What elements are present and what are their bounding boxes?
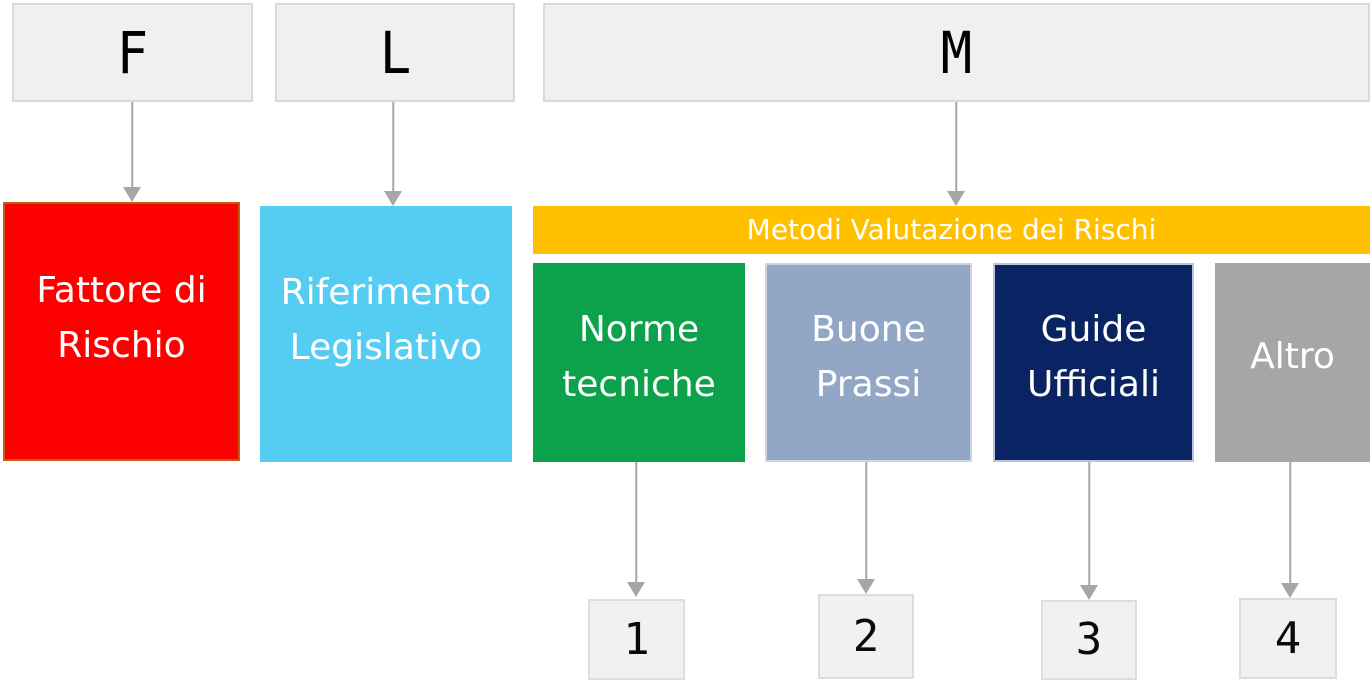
label-line-1: Fattore di [36,269,207,311]
arrow-down-icon [384,191,402,206]
arrow-down-icon [1080,585,1098,600]
metodi-valutazione-title: Metodi Valutazione dei Rischi [746,213,1157,246]
connector-altro-to-4 [1281,462,1299,598]
arrow-down-icon [857,579,875,594]
label-line-1: Riferimento [280,272,492,314]
arrow-line [131,102,133,189]
label-line-2: Prassi [815,363,922,405]
arrow-down-icon [627,582,645,597]
riferimento-legislativo-box: Riferimento Legislativo [260,206,512,462]
arrow-down-icon [1281,583,1299,598]
label-line-2: Ufficiali [1026,363,1160,405]
label-line-2: Legislativo [289,327,483,368]
number-1-text: 1 [623,613,650,665]
label-box-m: M [543,3,1370,102]
guide-ufficiali-label: Guide Ufficiali [995,303,1192,412]
number-box-4: 4 [1239,598,1337,679]
label-f-text: F [116,18,149,87]
label-line-2: tecniche [562,363,716,405]
label-box-f: F [12,3,253,102]
label-m-text: M [940,18,973,87]
number-3-text: 3 [1075,614,1103,665]
altro-label: Altro [1215,330,1370,385]
fattore-di-rischio-box: Fattore di Rischio [3,202,240,461]
arrow-line [865,462,867,581]
arrow-line [392,102,394,193]
connector-f-to-fattore [123,102,141,202]
number-box-2: 2 [818,594,914,679]
arrow-line [1088,462,1090,587]
label-line-1: Altro [1250,336,1335,378]
number-2-text: 2 [852,610,880,662]
arrow-down-icon [123,187,141,202]
buone-prassi-label: Buone Prassi [767,303,970,412]
connector-m-to-metodi [947,102,965,206]
connector-l-to-riferimento [384,102,402,206]
arrow-line [1289,462,1291,585]
label-l-text: L [379,18,411,87]
altro-box: Altro [1215,263,1370,462]
guide-ufficiali-box: Guide Ufficiali [993,263,1194,462]
arrow-line [635,462,637,584]
buone-prassi-box: Buone Prassi [765,263,972,462]
arrow-line [955,102,957,193]
number-4-text: 4 [1274,612,1302,664]
connector-buone-to-2 [857,462,875,594]
arrow-down-icon [947,191,965,206]
norme-tecniche-label: Norme tecniche [533,303,745,412]
fattore-di-rischio-label: Fattore di Rischio [5,264,238,373]
number-box-3: 3 [1041,600,1137,680]
label-box-l: L [275,3,515,102]
norme-tecniche-box: Norme tecniche [533,263,745,462]
metodi-valutazione-bar: Metodi Valutazione dei Rischi [533,206,1370,254]
label-line-1: Buone [811,308,926,350]
connector-norme-to-1 [627,462,645,597]
riferimento-legislativo-label: Riferimento Legislativo [260,266,512,375]
label-line-1: Guide [1040,308,1147,350]
number-box-1: 1 [588,599,685,680]
label-line-1: Norme [578,308,700,350]
connector-guide-to-3 [1080,462,1098,600]
label-line-2: Rischio [57,324,186,366]
